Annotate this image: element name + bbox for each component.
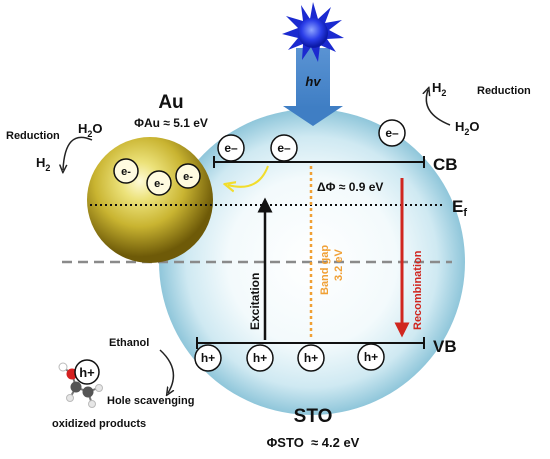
- sto-title: STO: [294, 406, 333, 427]
- svg-text:e–: e–: [277, 141, 291, 155]
- right-reduction-product: H2: [432, 80, 446, 98]
- svg-text:e–: e–: [385, 126, 399, 140]
- vb-hole: h+: [297, 344, 325, 372]
- recombination-label: Recombination: [412, 250, 424, 330]
- svg-text:h+: h+: [304, 351, 318, 365]
- left-reduction-label: Reduction: [6, 130, 60, 142]
- au-work-function: ΦAu ≈ 5.1 eV: [134, 116, 208, 130]
- fermi-label: Ef: [452, 197, 467, 219]
- electron-transfer-arrow: [228, 165, 269, 187]
- svg-text:h+: h+: [201, 351, 215, 365]
- vb-label: VB: [433, 337, 457, 356]
- scavenger-hole: h+: [74, 359, 100, 385]
- au-sphere: [87, 137, 213, 263]
- sun-icon: [282, 2, 344, 62]
- left-reduction-arrow: [63, 136, 93, 170]
- au-electron: e-: [146, 170, 172, 196]
- svg-text:h+: h+: [253, 351, 267, 365]
- light-beam-arrowhead: [283, 106, 343, 126]
- au-title: Au: [158, 92, 183, 113]
- svg-text:h+: h+: [364, 350, 378, 364]
- right-reduction-arrow: [426, 90, 451, 126]
- ethanol-molecule-icon: [58, 362, 103, 408]
- vb-hole: h+: [357, 343, 385, 371]
- delta-phi-label: ΔΦ ≈ 0.9 eV: [317, 180, 383, 194]
- svg-text:h+: h+: [79, 365, 95, 380]
- cb-electron: e–: [270, 134, 298, 162]
- vb-hole: h+: [194, 344, 222, 372]
- hole-scavenging-arrow: [159, 349, 173, 393]
- left-reduction-product: H2: [36, 155, 50, 173]
- cb-label: CB: [433, 155, 458, 174]
- band-gap-label: Band gap 3.2 eV: [319, 242, 345, 295]
- svg-text:e-: e-: [183, 171, 193, 183]
- svg-text:e–: e–: [224, 141, 238, 155]
- cb-electron: e–: [217, 134, 245, 162]
- light-beam: [296, 48, 330, 108]
- excitation-label: Excitation: [248, 273, 262, 330]
- cb-electron: e–: [378, 119, 406, 147]
- left-reduction-reactant: H2O: [78, 121, 103, 139]
- right-reduction-reactant: H2O: [455, 119, 480, 137]
- hole-scavenging-label: Hole scavenging: [107, 395, 194, 407]
- sto-work-function: ΦSTO ≈ 4.2 eV: [267, 435, 360, 450]
- svg-text:e-: e-: [154, 178, 164, 190]
- au-electron: e-: [113, 158, 139, 184]
- svg-text:e-: e-: [121, 166, 131, 178]
- ethanol-label: Ethanol: [109, 337, 149, 349]
- right-reduction-label: Reduction: [477, 85, 531, 97]
- au-electron: e-: [175, 163, 201, 189]
- hv-label: hv: [305, 74, 321, 89]
- oxidized-products-label: oxidized products: [52, 418, 146, 430]
- vb-hole: h+: [246, 344, 274, 372]
